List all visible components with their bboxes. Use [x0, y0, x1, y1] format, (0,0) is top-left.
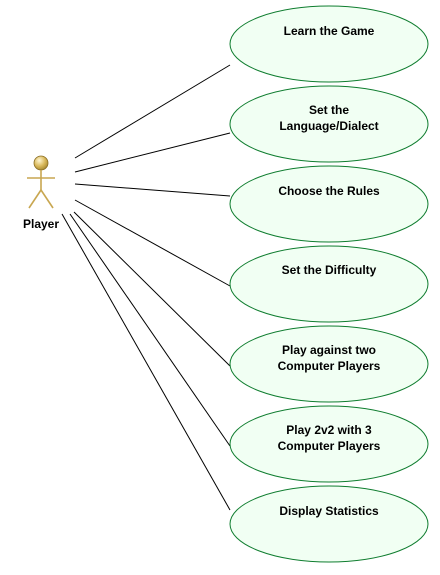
use-case-label-line-1: Play 2v2 with 3: [286, 423, 372, 437]
use-case-label-line-2: Computer Players: [278, 359, 381, 373]
association-line-difficulty: [74, 199, 231, 287]
use-case-ellipse: [229, 325, 429, 403]
association-line-language: [74, 132, 231, 173]
use-case-ellipse: [229, 485, 429, 563]
association-line-2v2: [69, 213, 231, 447]
use-case-choose-rules[interactable]: Choose the Rules: [229, 165, 429, 243]
association-line-two-computers: [73, 211, 231, 367]
use-case-play-two-computers[interactable]: Play against two Computer Players: [229, 325, 429, 403]
use-case-ellipse: [229, 5, 429, 83]
use-case-label-line-2: Computer Players: [278, 439, 381, 453]
association-line-rules: [74, 183, 231, 197]
use-case-ellipse: [229, 245, 429, 323]
actor-label: Player: [23, 217, 59, 231]
use-case-label-line-2: Language/Dialect: [279, 119, 378, 133]
association-lines: [61, 64, 231, 511]
use-case-label: Display Statistics: [279, 504, 379, 518]
use-case-label-line-1: Set the: [309, 103, 349, 117]
use-case-learn-game[interactable]: Learn the Game: [229, 5, 429, 83]
use-case-ellipse: [229, 85, 429, 163]
use-case-ellipse: [229, 165, 429, 243]
use-case-set-difficulty[interactable]: Set the Difficulty: [229, 245, 429, 323]
use-case-label-line-1: Play against two: [282, 343, 376, 357]
use-case-ellipse: [229, 405, 429, 483]
actor-left-leg: [28, 189, 42, 209]
use-case-label: Choose the Rules: [278, 184, 380, 198]
use-case-label: Learn the Game: [284, 24, 375, 38]
actor-head-icon: [33, 155, 49, 171]
use-case-label: Set the Difficulty: [282, 263, 377, 277]
association-line-statistics: [61, 213, 231, 511]
use-case-play-2v2[interactable]: Play 2v2 with 3 Computer Players: [229, 405, 429, 483]
association-line-learn-game: [74, 64, 231, 159]
actor-right-leg: [40, 189, 54, 209]
actor-player[interactable]: Player: [23, 155, 59, 231]
use-case-set-language[interactable]: Set the Language/Dialect: [229, 85, 429, 163]
use-case-display-statistics[interactable]: Display Statistics: [229, 485, 429, 563]
